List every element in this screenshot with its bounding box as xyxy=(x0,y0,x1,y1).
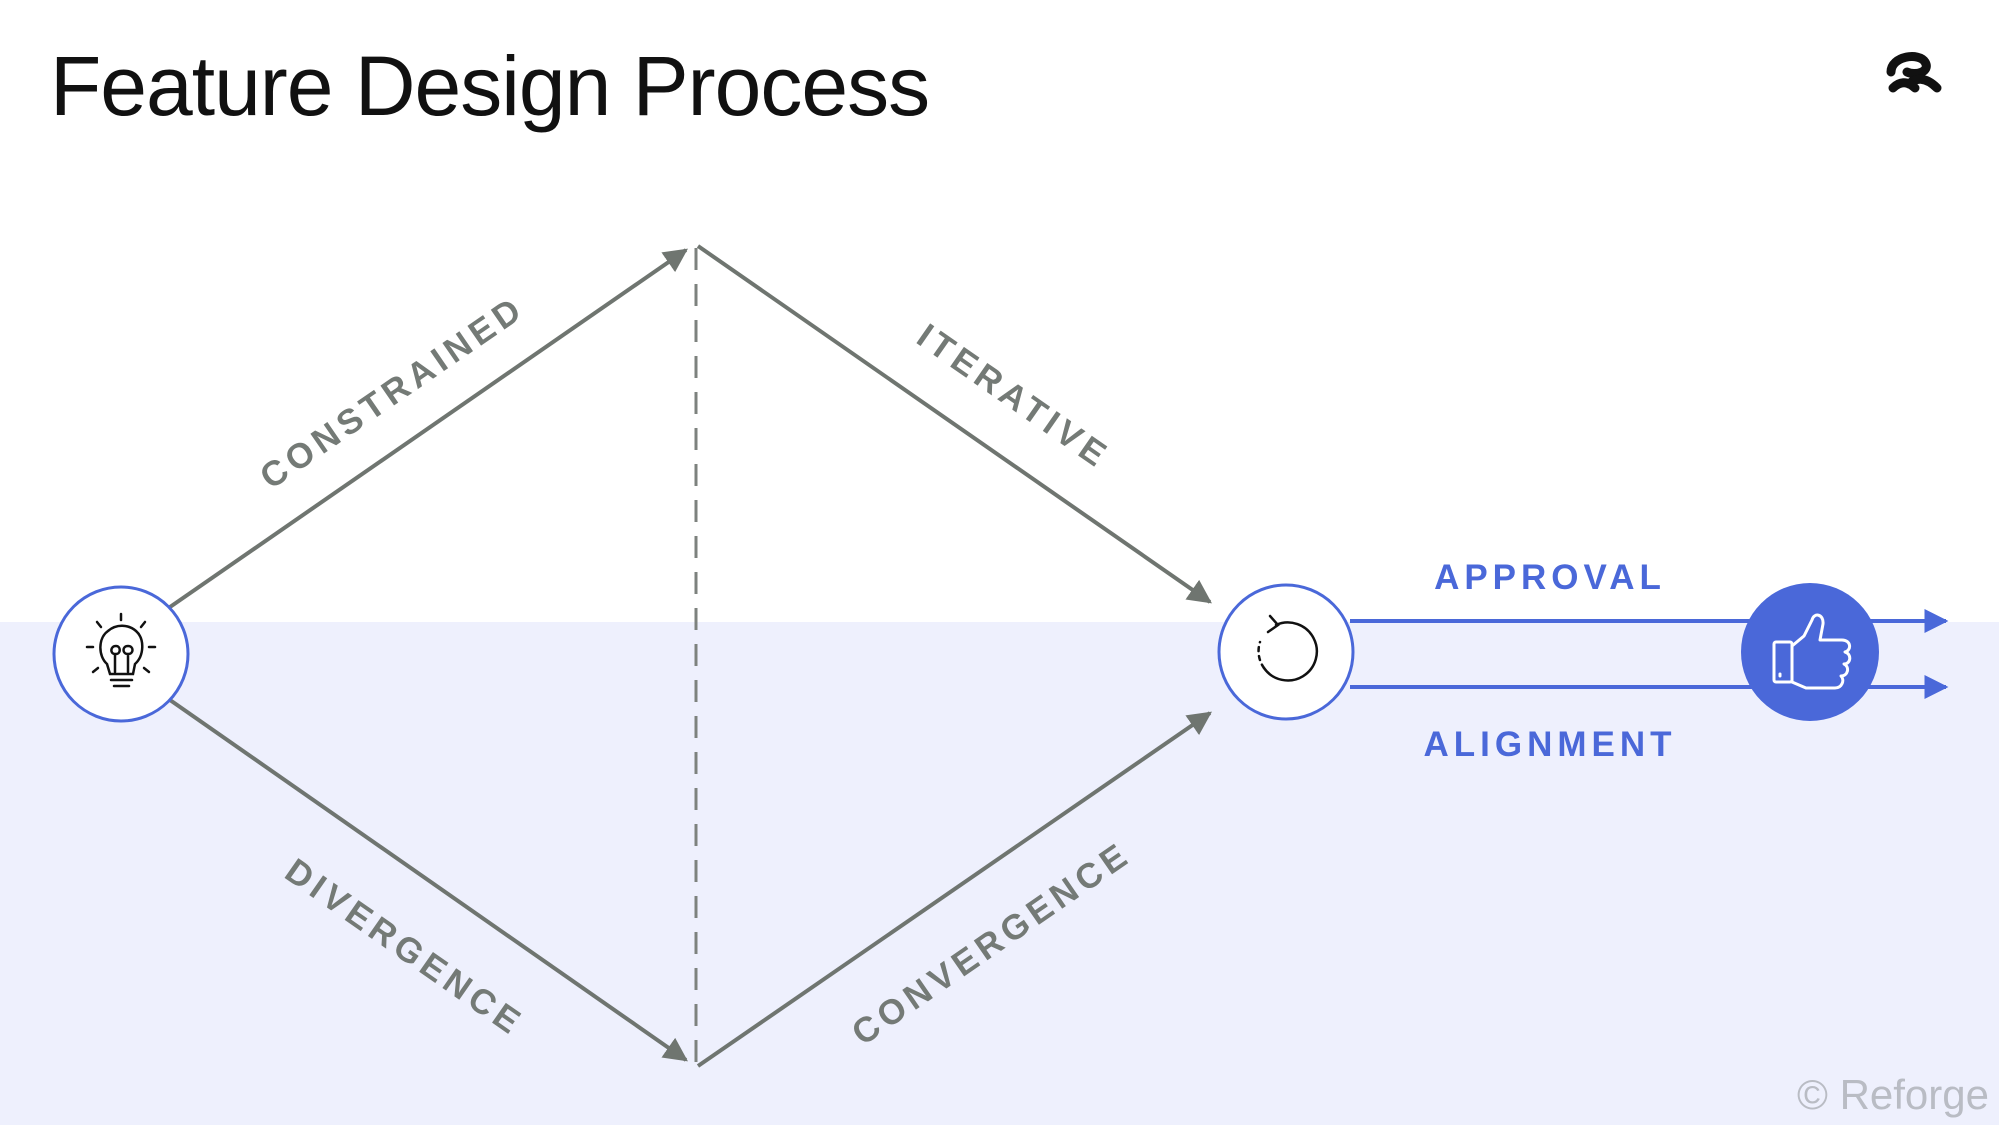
label-alignment: ALIGNMENT xyxy=(1423,725,1676,764)
refresh-icon xyxy=(1257,614,1319,682)
reforge-logo xyxy=(1886,52,1942,93)
convergence-path xyxy=(696,711,1212,1068)
constrained-path xyxy=(168,248,688,609)
label-convergence: CONVERGENCE xyxy=(845,834,1138,1053)
lower-background-band xyxy=(0,622,1999,1125)
copyright-text: © Reforge xyxy=(1796,1071,1989,1118)
page-title: Feature Design Process xyxy=(50,39,930,133)
iteration-node xyxy=(1217,583,1355,721)
approval-node xyxy=(1741,583,1879,721)
label-constrained: CONSTRAINED xyxy=(253,288,532,497)
thumbs-up-icon xyxy=(1772,613,1852,690)
label-divergence: DIVERGENCE xyxy=(278,851,531,1044)
iterative-path xyxy=(696,244,1212,604)
label-approval: APPROVAL xyxy=(1434,558,1666,597)
label-iterative: ITERATIVE xyxy=(910,316,1117,477)
divergence-path xyxy=(168,698,688,1062)
lightbulb-icon xyxy=(85,612,157,688)
start-node xyxy=(52,585,190,723)
